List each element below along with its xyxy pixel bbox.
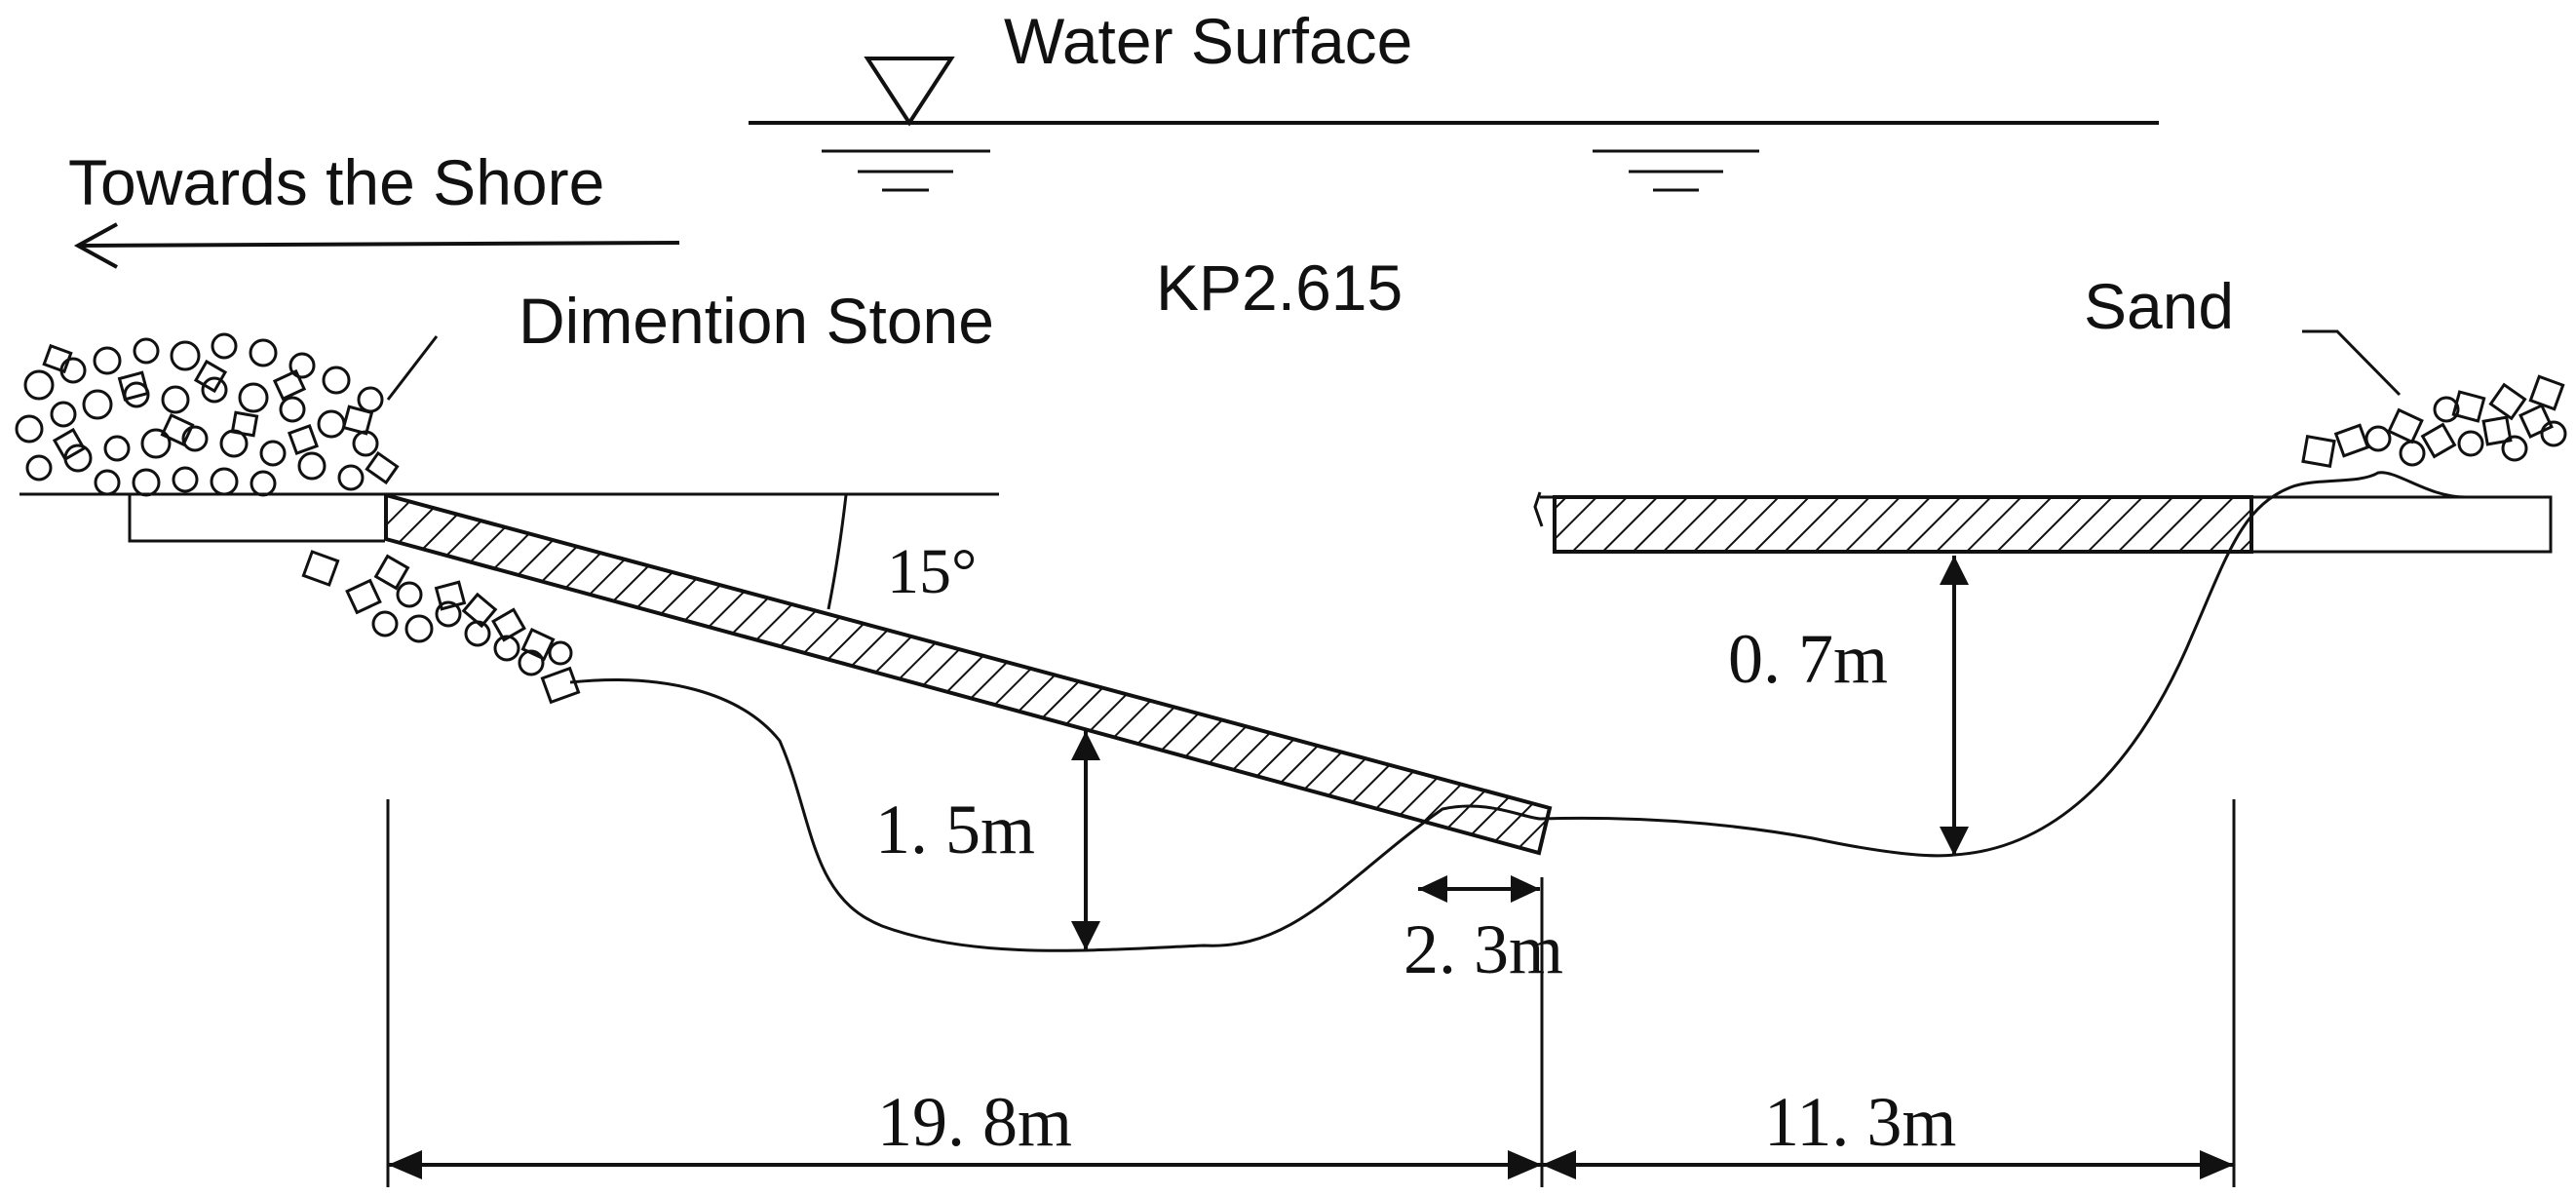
depth-left-label: 1. 5m bbox=[875, 791, 1035, 868]
overhang-dimension bbox=[1418, 875, 1540, 903]
sand-leader bbox=[2302, 329, 2402, 397]
dimension-stone-label: Dimention Stone bbox=[519, 285, 994, 357]
water-surface-label: Water Surface bbox=[1004, 5, 1412, 77]
arrow-left-icon bbox=[1542, 1150, 1576, 1179]
towards-shore-label: Towards the Shore bbox=[68, 146, 604, 218]
sand-deposit-right bbox=[2301, 374, 2567, 468]
arrow-left-icon bbox=[1418, 875, 1447, 903]
depth-left-dimension bbox=[1071, 731, 1100, 950]
sloped-pipe-section bbox=[384, 492, 1553, 856]
angle-label: 15° bbox=[887, 536, 977, 607]
water-level-triangle-icon bbox=[864, 57, 955, 127]
arrow-up-icon bbox=[1071, 731, 1100, 760]
shore-arrow-line bbox=[77, 241, 680, 248]
seabed-left bbox=[19, 492, 999, 543]
angle-arc bbox=[827, 494, 848, 610]
location-label: KP2.615 bbox=[1156, 251, 1403, 324]
rock-dump-top-left bbox=[15, 332, 400, 497]
dimension-stone-leader bbox=[386, 335, 439, 401]
span-right-label: 11. 3m bbox=[1764, 1083, 1956, 1161]
arrow-down-icon bbox=[1071, 921, 1100, 950]
arrow-up-icon bbox=[1940, 556, 1969, 585]
water-level-ticks-left bbox=[822, 149, 990, 192]
overhang-label: 2. 3m bbox=[1403, 910, 1563, 988]
arrow-right-icon bbox=[1511, 875, 1540, 903]
depth-right-dimension bbox=[1940, 556, 1969, 856]
arrow-left-icon bbox=[388, 1150, 422, 1179]
depth-right-label: 0. 7m bbox=[1728, 620, 1888, 698]
arrow-right-icon bbox=[2200, 1150, 2234, 1179]
water-surface-group: Water Surface bbox=[749, 5, 2159, 192]
pipe-end-cap bbox=[1533, 491, 1544, 527]
sand-label: Sand bbox=[2084, 270, 2234, 342]
arrow-down-icon bbox=[1940, 827, 1969, 856]
span-dimension bbox=[386, 799, 2236, 1187]
rock-dump-lower-left bbox=[301, 550, 581, 705]
suspended-pipe-section bbox=[1553, 495, 2253, 554]
shore-direction: Towards the Shore bbox=[68, 146, 680, 269]
arrow-right-icon bbox=[1508, 1150, 1542, 1179]
water-level-ticks-right bbox=[1593, 149, 1759, 192]
shore-arrow-head-icon bbox=[73, 222, 118, 269]
span-left-label: 19. 8m bbox=[877, 1083, 1072, 1161]
